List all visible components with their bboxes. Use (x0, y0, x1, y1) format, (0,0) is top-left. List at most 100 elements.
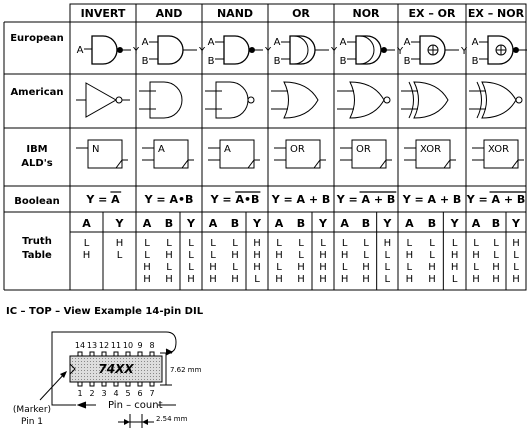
gate-body (355, 35, 382, 65)
chip-texture (126, 370, 127, 371)
negation-dot (381, 47, 387, 53)
chip-texture (84, 367, 85, 368)
european-symbol-and: ABY (142, 35, 206, 67)
chip-texture (138, 364, 139, 365)
chip-texture (84, 364, 85, 365)
boolean-xor: Y = A + B (402, 193, 462, 206)
truth-cell: L (473, 238, 479, 249)
chip-texture (129, 361, 130, 362)
chip-texture (78, 364, 79, 365)
chip-texture (159, 370, 160, 371)
chip-texture (87, 379, 88, 380)
or-curve (359, 35, 375, 65)
chip-texture (138, 373, 139, 374)
truth-cell: H (512, 238, 520, 249)
chip-texture (135, 376, 136, 377)
chip-texture (111, 373, 112, 374)
gate-body (149, 81, 183, 119)
ald-label: N (92, 144, 99, 155)
truth-col-Y: Y (318, 217, 328, 230)
chip-texture (138, 370, 139, 371)
american-symbol-inv (76, 82, 130, 118)
chip-texture (72, 364, 73, 365)
chip-texture (147, 376, 148, 377)
output-corner (443, 159, 456, 169)
boolean-or: Y = A + B (271, 193, 331, 206)
truth-cell: H (297, 274, 305, 285)
chip-texture (147, 379, 148, 380)
chip-texture (150, 373, 151, 374)
european-symbol-xor: ABY (404, 35, 468, 67)
chip-texture (114, 373, 115, 374)
chip-texture (123, 364, 124, 365)
truth-col-A: A (143, 217, 152, 230)
pin-top (77, 351, 83, 357)
truth-cell: L (429, 238, 435, 249)
truth-cell: H (492, 274, 500, 285)
marker-label: (Marker) (13, 405, 51, 415)
chip-texture (108, 361, 109, 362)
row-label-truth: Truth (22, 236, 52, 247)
pin-b-label: B (340, 56, 347, 67)
pin-y-label: Y (132, 46, 140, 57)
truth-cell: L (188, 238, 194, 249)
pin-number-top: 14 (75, 341, 85, 350)
chip-texture (153, 376, 154, 377)
truth-cell: L (117, 250, 123, 261)
or-curve (293, 35, 309, 65)
row-label-ald: ALD's (21, 158, 52, 169)
gate-body (223, 35, 250, 65)
chip-texture (123, 376, 124, 377)
chip-texture (96, 379, 97, 380)
chip-texture (90, 361, 91, 362)
chip-texture (114, 361, 115, 362)
truth-cell: H (253, 262, 261, 273)
chip-texture (141, 361, 142, 362)
truth-col-A: A (405, 217, 414, 230)
truth-col-B: B (492, 217, 500, 230)
chip-texture (111, 358, 112, 359)
chip-texture (129, 376, 130, 377)
chip-texture (90, 376, 91, 377)
arrowhead-icon (60, 371, 67, 378)
pin-bottom (89, 381, 95, 387)
chip-texture (102, 379, 103, 380)
chip-texture (141, 370, 142, 371)
output-corner (115, 159, 128, 169)
truth-cell: H (231, 274, 239, 285)
chip-texture (141, 373, 142, 374)
chip-texture (132, 373, 133, 374)
chip-texture (123, 370, 124, 371)
truth-cell: H (253, 250, 261, 261)
american-symbol-nor (337, 81, 391, 119)
chip-texture (120, 364, 121, 365)
chip-texture (87, 361, 88, 362)
european-symbol-nand: ABY (208, 35, 272, 67)
chip-texture (159, 373, 160, 374)
ald-box (219, 139, 255, 169)
american-symbol-and (139, 81, 183, 119)
chip-texture (99, 367, 100, 368)
chip-texture (105, 364, 106, 365)
negation-dot (117, 47, 123, 53)
chip-texture (78, 373, 79, 374)
truth-cell: L (342, 238, 348, 249)
chip-texture (123, 373, 124, 374)
truth-cell: H (451, 250, 459, 261)
chip-texture (144, 358, 145, 359)
chip-texture (144, 370, 145, 371)
chip-texture (144, 379, 145, 380)
chip-texture (159, 367, 160, 368)
chip-texture (72, 376, 73, 377)
chip-texture (114, 364, 115, 365)
truth-cell: L (232, 238, 238, 249)
arrowhead-icon (142, 419, 148, 425)
chip-texture (126, 379, 127, 380)
truth-cell: L (320, 238, 326, 249)
chip-texture (81, 370, 82, 371)
chip-texture (90, 367, 91, 368)
chip-texture (87, 370, 88, 371)
chip-texture (114, 376, 115, 377)
chip-texture (111, 379, 112, 380)
chip-texture (99, 376, 100, 377)
